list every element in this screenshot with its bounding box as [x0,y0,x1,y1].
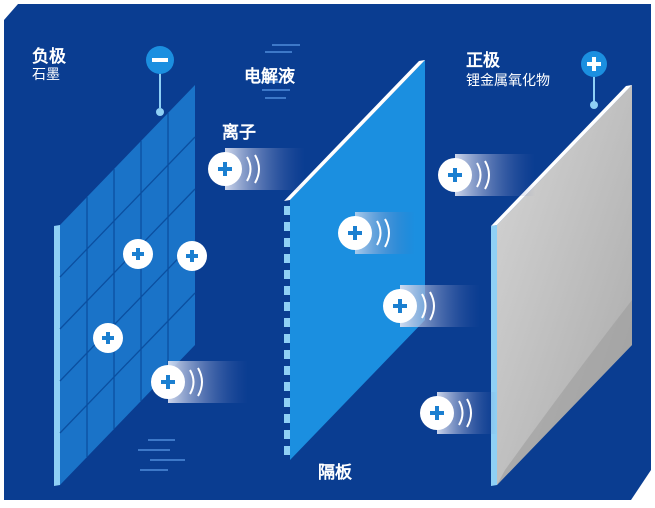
anode-title: 负极 [32,47,66,67]
anode-ion-1 [123,239,153,269]
separator-label: 隔板 [318,463,352,483]
separator-pores [284,206,290,455]
moving-ion-1 [208,148,305,190]
moving-ion-3 [338,212,415,254]
moving-ion-4 [383,285,480,327]
cathode-title: 正极 [466,51,500,71]
positive-terminal [581,51,607,109]
separator-panel [284,60,425,460]
moving-ion-6 [420,392,497,434]
electrolyte-label: 电解液 [244,67,295,87]
negative-terminal [146,46,174,116]
moving-ion-2 [438,154,535,196]
anode-material-label: 石墨 [32,67,60,83]
anode-ion-3 [93,323,123,353]
moving-ion-5 [151,361,248,403]
ions-label: 离子 [222,123,256,143]
anode-panel [54,85,196,486]
anode-ion-2 [177,241,207,271]
graphite-grid [59,113,196,457]
cathode-material-label: 锂金属氧化物 [466,73,550,89]
electrolyte-dashes [138,44,300,471]
